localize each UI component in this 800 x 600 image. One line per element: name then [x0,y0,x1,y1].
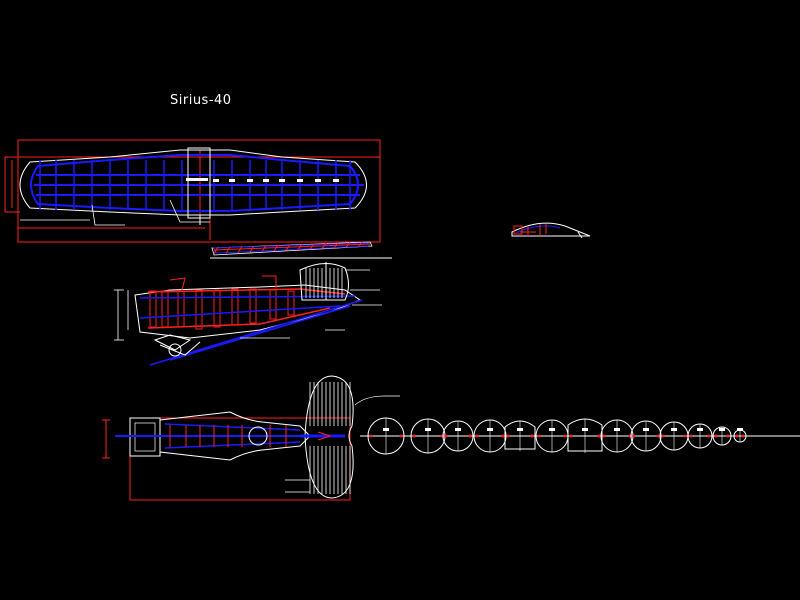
fuselage-top-view [102,375,400,501]
wing-front-view [210,241,392,259]
wing-plan-view [4,139,381,243]
drawing-title: Sirius-40 [170,93,232,108]
airfoil-section [511,222,591,239]
fuselage-side-view [114,262,382,366]
former-cross-sections [360,417,800,455]
